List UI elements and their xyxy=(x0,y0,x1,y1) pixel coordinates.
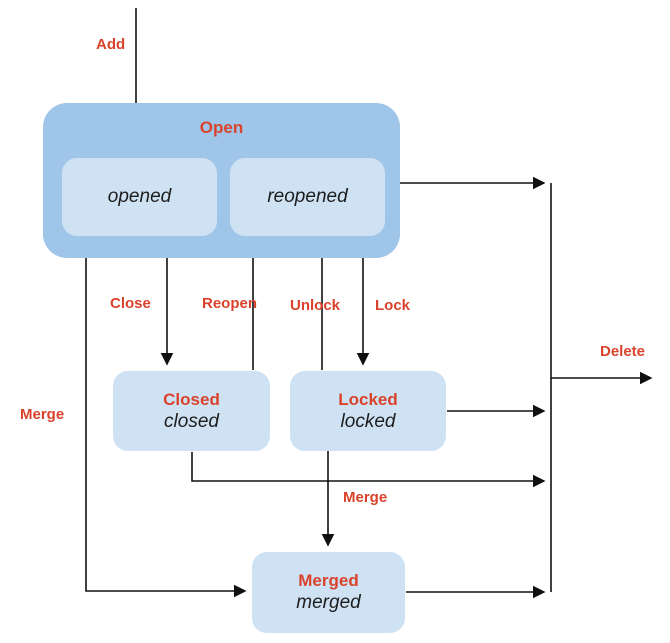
state-reopened: reopened xyxy=(230,158,385,236)
state-merged-name: merged xyxy=(296,592,361,614)
state-closed: Closed closed xyxy=(113,371,270,451)
transition-label-close: Close xyxy=(110,295,151,312)
transition-label-delete: Delete xyxy=(600,343,646,360)
transition-label-merge-from-locked: Merge xyxy=(343,489,388,506)
transition-label-merge-from-open: Merge xyxy=(20,406,65,423)
state-merged: Merged merged xyxy=(252,552,405,633)
transition-label-unlock: Unlock xyxy=(290,297,341,314)
state-opened: opened xyxy=(62,158,217,236)
state-group-open-title: Open xyxy=(199,118,244,137)
arrow-merge-from-open xyxy=(85,258,247,598)
state-locked-name: locked xyxy=(340,410,396,432)
arrow-closed-to-collector xyxy=(191,452,546,488)
state-locked-title: Locked xyxy=(338,389,398,409)
state-closed-name: closed xyxy=(164,410,219,432)
state-closed-title: Closed xyxy=(163,389,220,409)
state-reopened-name: reopened xyxy=(267,186,348,208)
transition-label-lock: Lock xyxy=(375,297,411,314)
state-locked: Locked locked xyxy=(290,371,446,451)
state-merged-title: Merged xyxy=(298,571,359,590)
state-opened-name: opened xyxy=(107,186,172,208)
transition-label-reopen: Reopen xyxy=(202,295,258,312)
transition-label-add: Add xyxy=(96,36,126,53)
